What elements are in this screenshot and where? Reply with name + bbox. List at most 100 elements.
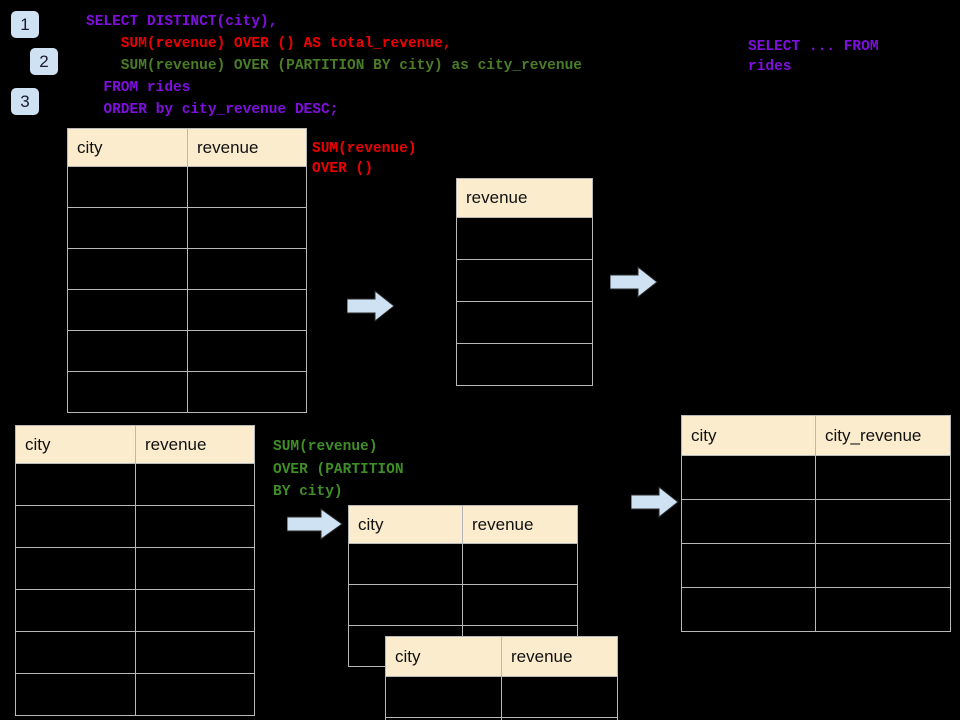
table-row <box>67 207 307 249</box>
rides-source-table-partitioned: city revenue <box>15 425 255 716</box>
table-cell <box>815 587 951 632</box>
table-cell <box>348 543 463 585</box>
table-cell <box>501 717 618 720</box>
arrow-partition-to-result <box>630 485 679 523</box>
table-row <box>348 543 578 585</box>
step-badge-1: 1 <box>11 11 39 38</box>
table-row <box>15 589 255 632</box>
column-header-city: city <box>385 636 502 677</box>
table-cell <box>462 584 578 626</box>
table-cell <box>67 371 188 413</box>
table-header-row: revenue <box>456 178 593 218</box>
table-cell <box>681 499 816 544</box>
column-header-city: city <box>348 505 463 544</box>
table-cell <box>681 543 816 588</box>
table-row <box>681 587 951 632</box>
table-cell <box>187 289 307 331</box>
table-cell <box>135 673 255 716</box>
partition-group-table-front: city revenue <box>385 636 618 720</box>
column-header-revenue: revenue <box>135 425 255 464</box>
table-cell <box>67 166 188 208</box>
table-cell <box>15 673 136 716</box>
step-badge-3-label: 3 <box>20 92 30 111</box>
table-cell <box>456 343 593 386</box>
table-cell <box>67 330 188 372</box>
table-cell <box>187 330 307 372</box>
table-row <box>681 455 951 500</box>
table-row <box>15 673 255 716</box>
column-header-city: city <box>67 128 188 167</box>
table-row <box>385 676 618 718</box>
arrow-right-icon <box>630 485 679 519</box>
arrow-right-icon <box>609 265 658 299</box>
table-cell <box>15 463 136 506</box>
table-cell <box>67 248 188 290</box>
table-header-row: city city_revenue <box>681 415 951 456</box>
table-cell <box>815 543 951 588</box>
step-badge-3: 3 <box>11 88 39 115</box>
table-row <box>15 547 255 590</box>
table-row <box>15 463 255 506</box>
table-cell <box>462 543 578 585</box>
table-row <box>456 301 593 344</box>
annotation-select-from: SELECT ... FROM rides <box>748 39 879 75</box>
table-row <box>67 289 307 331</box>
sql-line-5: ORDER by city_revenue DESC; <box>86 102 339 118</box>
table-cell <box>456 259 593 302</box>
sql-line-3: SUM(revenue) OVER (PARTITION BY city) as… <box>86 58 582 74</box>
annotation-sum-over-empty: SUM(revenue) OVER () <box>312 141 417 177</box>
table-row <box>456 217 593 260</box>
step-badge-2: 2 <box>30 48 58 75</box>
column-header-revenue: revenue <box>456 178 593 218</box>
column-header-city: city <box>15 425 136 464</box>
table-row <box>67 330 307 372</box>
table-cell <box>15 589 136 632</box>
table-cell <box>15 505 136 548</box>
sql-line-4: FROM rides <box>86 80 191 96</box>
table-row <box>681 543 951 588</box>
table-cell <box>815 499 951 544</box>
table-header-row: city revenue <box>385 636 618 677</box>
table-cell <box>135 505 255 548</box>
table-row <box>348 584 578 626</box>
step-badge-1-label: 1 <box>20 15 30 34</box>
arrow-right-icon <box>286 508 343 540</box>
table-cell <box>15 631 136 674</box>
total-revenue-table: revenue <box>456 178 593 386</box>
partition-group-table-back: city revenue <box>348 505 578 667</box>
table-cell <box>135 589 255 632</box>
table-cell <box>15 547 136 590</box>
step-badge-2-label: 2 <box>39 52 49 71</box>
table-row <box>456 259 593 302</box>
table-row <box>385 717 618 720</box>
table-cell <box>501 676 618 718</box>
table-cell <box>815 455 951 500</box>
table-header-row: city revenue <box>67 128 307 167</box>
arrow-total-to-next <box>609 265 658 303</box>
table-cell <box>348 584 463 626</box>
table-cell <box>456 301 593 344</box>
table-cell <box>135 547 255 590</box>
table-row <box>67 248 307 290</box>
sql-line-1: SELECT DISTINCT(city), <box>86 14 278 30</box>
table-cell <box>681 587 816 632</box>
table-cell <box>187 371 307 413</box>
column-header-revenue: revenue <box>462 505 578 544</box>
rides-source-table: city revenue <box>67 128 307 413</box>
table-header-row: city revenue <box>15 425 255 464</box>
table-cell <box>187 248 307 290</box>
table-cell <box>681 455 816 500</box>
column-header-city-revenue: city_revenue <box>815 415 951 456</box>
table-cell <box>67 289 188 331</box>
sql-line-2: SUM(revenue) OVER () AS total_revenue, <box>86 36 452 52</box>
table-cell <box>135 631 255 674</box>
table-cell <box>67 207 188 249</box>
table-row <box>15 631 255 674</box>
column-header-revenue: revenue <box>187 128 307 167</box>
city-revenue-result-table: city city_revenue <box>681 415 951 632</box>
arrow-right-icon <box>346 289 395 323</box>
table-cell <box>385 676 502 718</box>
table-row <box>67 371 307 413</box>
annotation-sum-over-partition: SUM(revenue) OVER (PARTITION BY city) <box>273 439 404 500</box>
